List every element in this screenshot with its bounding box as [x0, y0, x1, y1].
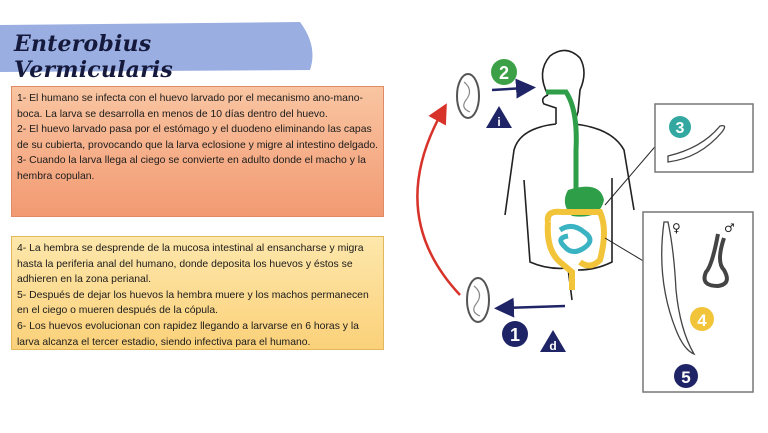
step-1-badge [502, 321, 528, 347]
male-worm-icon [702, 233, 729, 289]
diagnostic-stage-icon [540, 330, 566, 352]
infective-stage-icon [486, 106, 512, 128]
larva-icon [667, 124, 726, 163]
female-symbol: ♀ [672, 221, 681, 235]
infective-stage-label: i [497, 115, 500, 129]
page-title: Enterobius Vermicularis [14, 31, 174, 83]
male-symbol: ♂ [724, 221, 735, 235]
title-banner: Enterobius Vermicularis [0, 22, 318, 83]
life-cycle-diagram: 2 i 1 d 3 ♀ ♂ 4 5 [416, 49, 754, 393]
step-text-6: 6- Los huevos evolucionan con rapidez ll… [17, 320, 359, 348]
pointer-line-adults [604, 237, 646, 263]
step-1-label: 1 [510, 325, 520, 345]
digestive-tract [544, 89, 607, 290]
step-text-3: 3- Cuando la larva llega al ciego se con… [17, 155, 366, 182]
step-text-1: 1- El humano se infecta con el huevo lar… [17, 93, 363, 120]
steps-box-bottom: 4- La hembra se desprende de la mucosa i… [11, 236, 384, 350]
step-text-2: 2- El huevo larvado pasa por el estómago… [17, 124, 379, 151]
step-text-5: 5- Después de dejar los huevos la hembra… [17, 289, 369, 317]
egg-bottom [466, 277, 490, 323]
cycle-arrow [416, 103, 461, 296]
adult-worms-panel [642, 211, 754, 393]
step-4-badge [690, 307, 714, 331]
step-2-label: 2 [499, 63, 509, 83]
egg-release-arrow [494, 297, 566, 318]
step-5-label: 5 [681, 368, 690, 387]
ingestion-arrow [491, 78, 536, 99]
step-4-label: 4 [697, 311, 707, 330]
step-2-badge [491, 59, 517, 85]
diagnostic-stage-label: d [549, 339, 556, 353]
step-3-badge [669, 116, 691, 138]
steps-box-top: 1- El humano se infecta con el huevo lar… [11, 86, 384, 217]
title-banner-shape [0, 22, 313, 72]
female-worm-icon [661, 221, 696, 356]
egg-top [456, 73, 480, 119]
step-3-label: 3 [676, 120, 685, 137]
step-5-badge [674, 364, 698, 388]
step-text-4: 4- La hembra se desprende de la mucosa i… [17, 243, 364, 286]
